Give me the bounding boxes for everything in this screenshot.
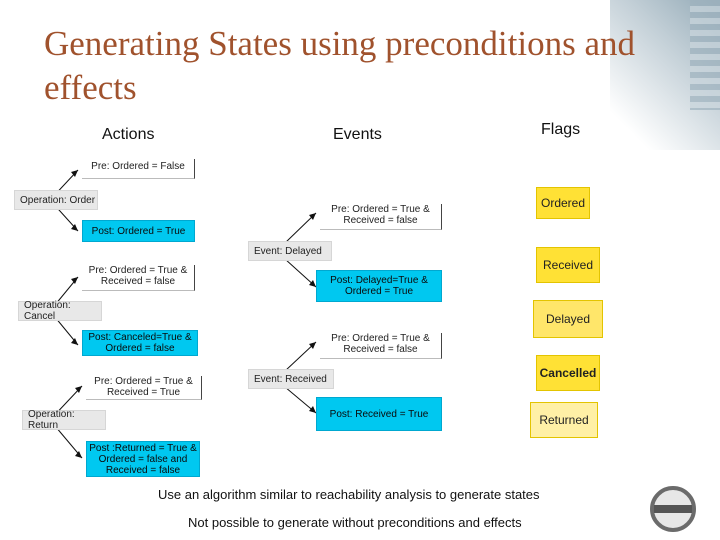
event-delayed: Event: Delayed: [248, 241, 332, 261]
flag-ordered: Ordered: [536, 187, 590, 219]
arrowhead: [309, 406, 316, 413]
return-postcondition: Post :Returned = True & Ordered = false …: [86, 441, 200, 477]
footer-line-2: Not possible to generate without precond…: [188, 515, 522, 530]
footer-line-1: Use an algorithm similar to reachability…: [158, 487, 540, 502]
flag-received: Received: [536, 247, 600, 283]
flag-delayed: Delayed: [533, 300, 603, 338]
delayed-precondition: Pre: Ordered = True & Received = false: [320, 204, 442, 230]
operation-cancel: Operation: Cancel: [18, 301, 102, 321]
order-postcondition: Post: Ordered = True: [82, 220, 195, 242]
arrowhead: [71, 338, 78, 345]
operation-order: Operation: Order: [14, 190, 98, 210]
arrowhead: [71, 277, 78, 284]
logo-band: [654, 505, 692, 513]
arrowhead: [75, 451, 82, 458]
order-precondition: Pre: Ordered = False: [82, 159, 195, 179]
delayed-postcondition: Post: Delayed=True & Ordered = True: [316, 270, 442, 302]
received-precondition: Pre: Ordered = True & Received = false: [320, 333, 442, 359]
cancel-precondition: Pre: Ordered = True & Received = false: [82, 265, 195, 291]
event-received: Event: Received: [248, 369, 334, 389]
operation-return: Operation: Return: [22, 410, 106, 430]
received-postcondition: Post: Received = True: [316, 397, 442, 431]
cancel-postcondition: Post: Canceled=True & Ordered = false: [82, 330, 198, 356]
return-precondition: Pre: Ordered = True & Received = True: [86, 376, 202, 400]
flag-returned: Returned: [530, 402, 598, 438]
flag-cancelled: Cancelled: [536, 355, 600, 391]
